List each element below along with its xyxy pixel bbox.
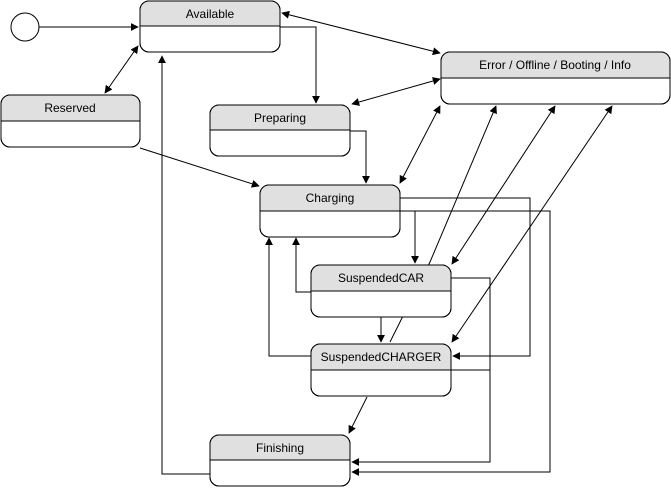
state-error: Error / Offline / Booting / Info xyxy=(440,51,671,105)
edge-suspendedcharger-charging xyxy=(265,237,311,357)
edge-suspendedcar-error xyxy=(451,105,556,265)
state-suspended-charger: SuspendedCHARGER xyxy=(310,343,452,397)
edge-suspendedcharger-finishing xyxy=(348,396,368,434)
edge-available-error xyxy=(281,10,441,56)
state-suspended-charger-label: SuspendedCHARGER xyxy=(321,350,442,364)
edge-preparing-error xyxy=(351,77,441,106)
state-suspended-car: SuspendedCAR xyxy=(310,264,452,318)
state-charging-label: Charging xyxy=(306,191,355,205)
edge-finishing-available xyxy=(158,55,210,475)
state-charging: Charging xyxy=(259,184,401,238)
edge-available-preparing xyxy=(280,26,320,104)
edge-preparing-charging xyxy=(350,130,370,184)
edge-available-reserved xyxy=(104,45,139,94)
edge-charging-error xyxy=(399,105,441,184)
state-preparing-label: Preparing xyxy=(254,111,306,125)
edge-reserved-charging xyxy=(139,147,260,188)
state-finishing: Finishing xyxy=(209,434,351,487)
edge-charging-finishing xyxy=(351,210,551,476)
edge-suspendedcharger-error xyxy=(451,105,613,343)
initial-node xyxy=(10,12,40,42)
state-error-label: Error / Offline / Booting / Info xyxy=(479,58,631,72)
edge-suspendedcar-charging xyxy=(292,237,311,293)
state-suspended-car-label: SuspendedCAR xyxy=(338,271,424,285)
state-preparing: Preparing xyxy=(209,104,351,157)
edge-charging-suspendedcharger xyxy=(400,197,531,360)
state-available-label: Available xyxy=(186,7,235,21)
state-finishing-label: Finishing xyxy=(256,441,304,455)
state-available: Available xyxy=(139,0,281,53)
state-reserved: Reserved xyxy=(0,94,141,148)
state-reserved-label: Reserved xyxy=(44,101,95,115)
